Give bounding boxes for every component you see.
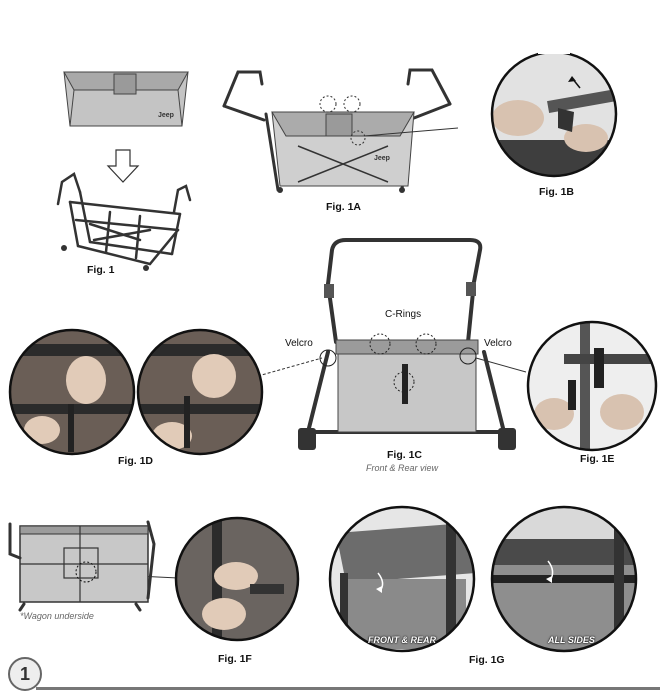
fig1f-caption: Fig. 1F — [218, 653, 252, 665]
fig1e-caption: Fig. 1E — [580, 453, 615, 465]
fig1-brand-text: Jeep — [158, 112, 174, 119]
fig1c-velcro-left-label: Velcro — [285, 338, 313, 349]
fig1c-subcaption: Front & Rear view — [366, 463, 439, 473]
footer-divider — [36, 687, 660, 690]
page-number-badge: 1 — [8, 657, 42, 691]
fig1c-illustration — [298, 238, 516, 450]
fig1a-caption: Fig. 1A — [326, 201, 362, 213]
fig1c-velcro-right-label: Velcro — [484, 338, 512, 349]
fig1g-photo-right — [490, 505, 638, 653]
fig1g-left-label: FRONT & REAR — [368, 635, 436, 645]
fig1g-caption: Fig. 1G — [469, 654, 505, 666]
fig1f-note: *Wagon underside — [20, 611, 94, 621]
fig1f-photo — [174, 516, 300, 642]
fig1c-crings-label: C-Rings — [385, 309, 422, 320]
fig1-caption: Fig. 1 — [87, 264, 115, 276]
fig1f-underside-illustration — [8, 520, 156, 612]
fig1d-caption: Fig. 1D — [118, 455, 154, 467]
fig1d-photos — [8, 328, 264, 456]
fig1a-brand-text: Jeep — [374, 155, 390, 162]
fig1g-photo-left — [328, 505, 476, 653]
fig1b-caption: Fig. 1B — [539, 186, 575, 198]
fig1a-illustration: Jeep — [222, 68, 458, 193]
fig1e-photo — [526, 320, 658, 452]
fig1g-right-label: ALL SIDES — [548, 635, 595, 645]
fig1b-photo — [490, 48, 618, 178]
fig1c-caption: Fig. 1C — [387, 449, 423, 461]
fig1-illustration: Jeep — [56, 71, 192, 271]
